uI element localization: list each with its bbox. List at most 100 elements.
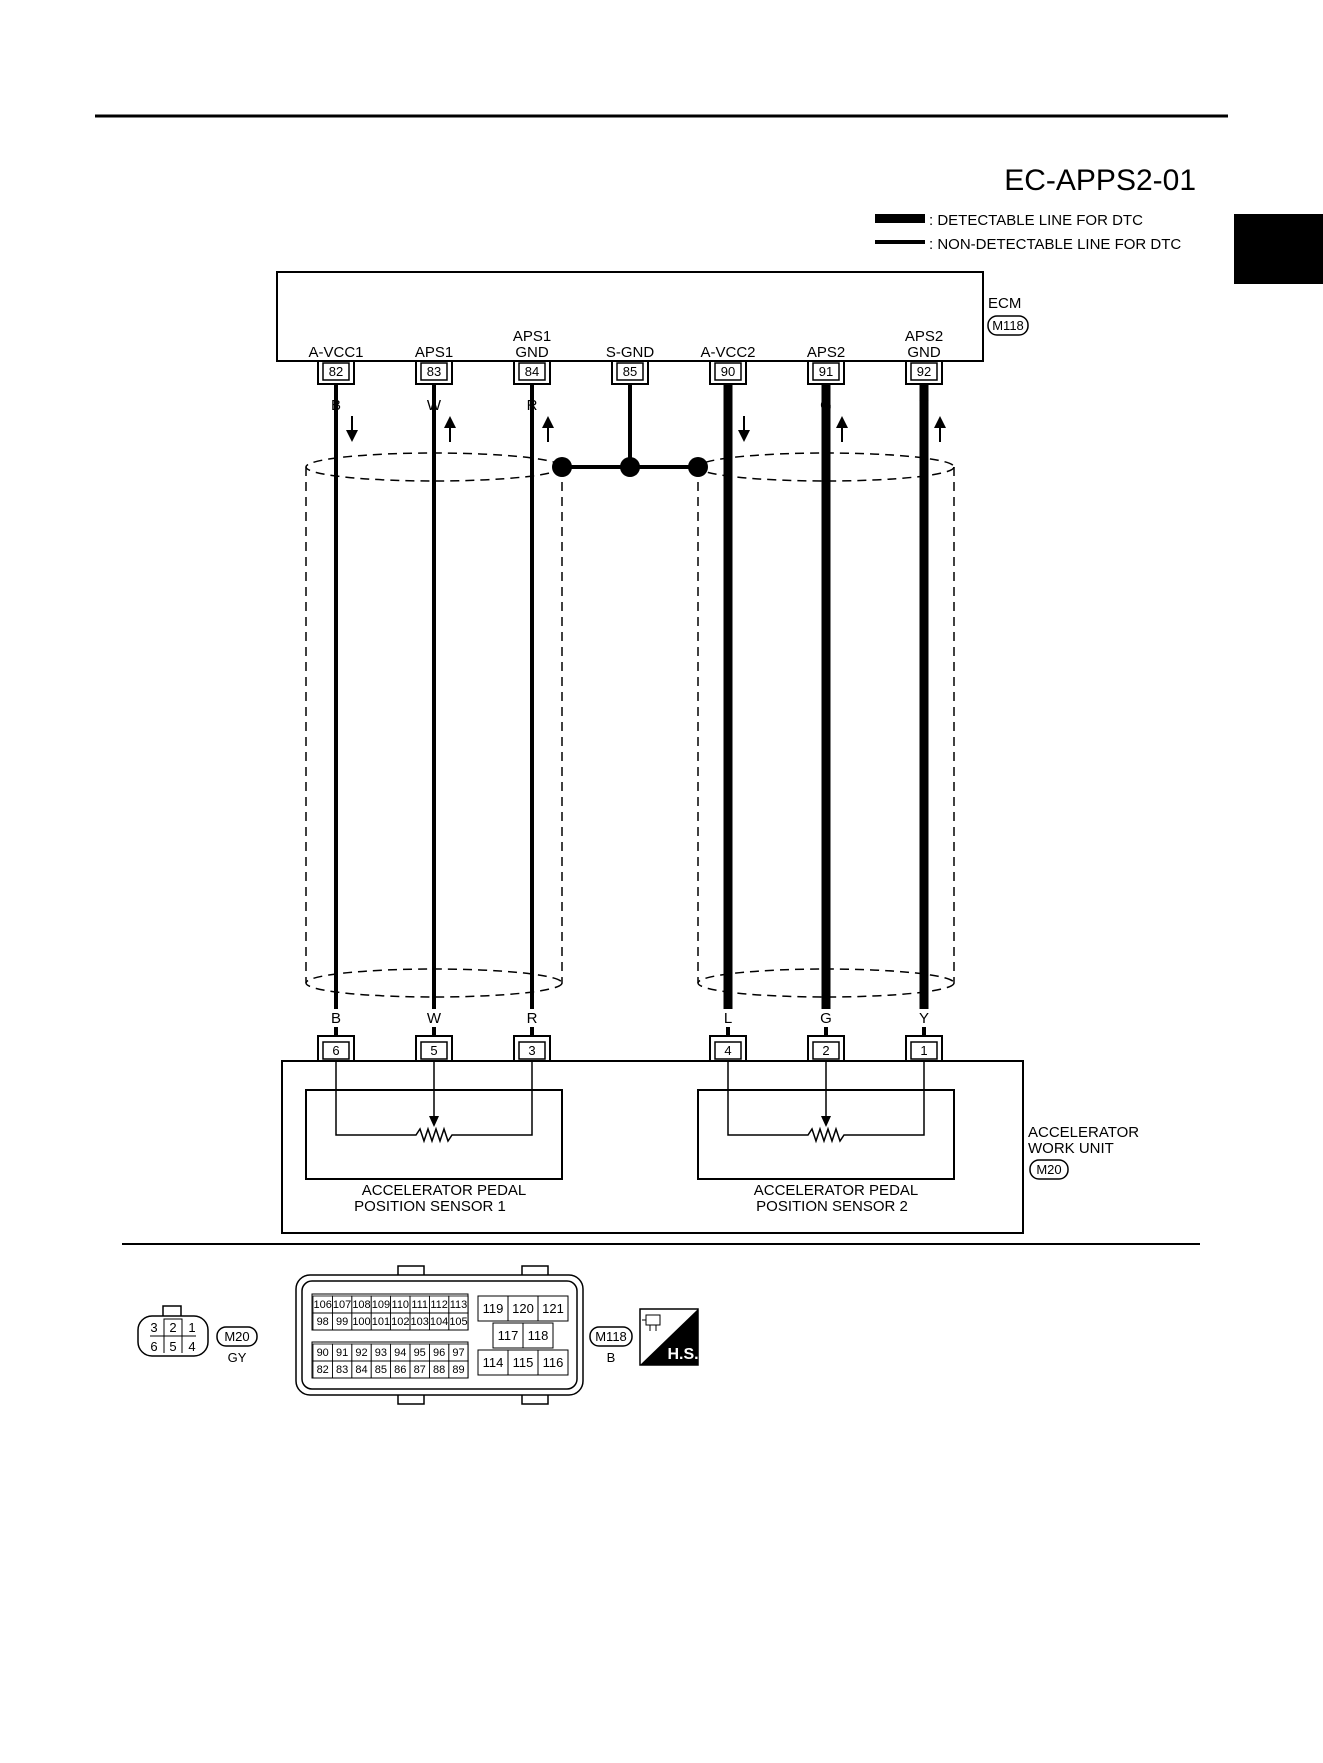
m118-cavity: 90: [317, 1347, 329, 1359]
accelerator-work-unit-box: [281, 1060, 1024, 1234]
wiper-arrow-icon: [821, 1116, 831, 1127]
wiper-arrow-icon: [429, 1116, 439, 1127]
m118-cavity: 116: [543, 1355, 564, 1370]
ecm-terminal-name: APS2: [807, 344, 845, 361]
ecm-terminal-name: A-VCC1: [308, 344, 363, 361]
sensor-pin-4: 4: [709, 1035, 747, 1061]
ecm-pin-91: 91: [807, 361, 845, 385]
arrow-up-icon: [444, 416, 456, 442]
m118-cavity: 84: [355, 1364, 367, 1376]
arrow-down-icon: [738, 416, 750, 442]
ecm-terminal-labels: A-VCC1 APS1 APS1 GND S-GND A-VCC2 APS2 A…: [308, 328, 943, 361]
m20-cavity: 5: [169, 1339, 176, 1354]
legend-non-detectable-swatch: [875, 240, 925, 244]
ecm-terminal-name2: GND: [515, 344, 549, 361]
m118-face-label: M118: [595, 1329, 627, 1344]
m20-connector-face: 3 2 1 6 5 4 M20 GY: [137, 1305, 258, 1365]
m118-cavity: 82: [317, 1364, 329, 1376]
wire-color-label: G: [820, 1010, 832, 1027]
m118-cavity: 92: [355, 1347, 367, 1359]
m118-cavity: 115: [513, 1355, 534, 1370]
m118-cavity: 83: [336, 1364, 348, 1376]
ecm-pin-number: 91: [819, 364, 833, 379]
m118-cavity: 87: [414, 1364, 426, 1376]
m118-cavity: 94: [394, 1347, 406, 1359]
m118-cavity: 91: [336, 1347, 348, 1359]
sensor-2-element: [727, 1061, 925, 1144]
m118-cavity: 95: [414, 1347, 426, 1359]
m118-cavity: 120: [512, 1301, 534, 1316]
sensor-pin-number: 5: [430, 1043, 437, 1058]
unit-label-line1: ACCELERATOR: [1028, 1124, 1139, 1141]
m20-face-label: M20: [224, 1329, 249, 1344]
m118-color: B: [607, 1350, 616, 1365]
lower-wire-colors-overlay: B W R L G Y: [331, 1010, 929, 1027]
m118-cavity: 110: [392, 1299, 410, 1311]
section-tab: [1234, 214, 1323, 284]
sensor-1-element: [335, 1061, 533, 1144]
m118-cavity: 96: [433, 1347, 445, 1359]
wire-color-label: L: [724, 1010, 732, 1027]
m20-cavity: 2: [169, 1320, 176, 1335]
m118-cavity: 101: [372, 1316, 390, 1328]
m118-cavity: 119: [483, 1301, 504, 1316]
ecm-label: ECM: [988, 295, 1021, 312]
shield-2-junction: [688, 457, 708, 477]
m118-cavity: 108: [352, 1299, 370, 1311]
m118-cavity: 104: [430, 1316, 448, 1328]
m118-cavity: 103: [411, 1316, 429, 1328]
ecm-pin-92: 92: [905, 361, 943, 385]
m118-cavity: 113: [450, 1299, 468, 1311]
m118-cavity: 112: [430, 1299, 448, 1311]
m118-cavity: 85: [375, 1364, 387, 1376]
wire-color-label: Y: [919, 1010, 929, 1027]
m118-cavity: 100: [352, 1316, 370, 1328]
ecm-pin-number: 90: [721, 364, 735, 379]
ecm-terminal-name: APS1: [513, 328, 551, 345]
connector-plug-icon: [642, 1314, 661, 1331]
diagram-title: EC-APPS2-01: [1004, 164, 1196, 197]
m118-cavity: 117: [498, 1328, 519, 1343]
sensor-2-label-line2: POSITION SENSOR 2: [756, 1198, 908, 1215]
ecm-connector-label: M118: [992, 318, 1024, 333]
m20-cavity: 6: [150, 1339, 157, 1354]
wire-color-label: W: [427, 1010, 442, 1027]
m118-cavity: 89: [452, 1364, 464, 1376]
m118-cavity-frame: [537, 1349, 569, 1376]
m118-cavity-frame: [537, 1295, 569, 1322]
sensor-1: ACCELERATOR PEDAL POSITION SENSOR 1: [305, 1061, 563, 1215]
unit-connector-badge: [1029, 1159, 1069, 1180]
m118-cavity: 99: [336, 1316, 348, 1328]
m118-cavity-frame: [448, 1360, 469, 1379]
ecm-pin-84: 84: [513, 361, 551, 385]
m118-cavity: 106: [314, 1299, 332, 1311]
m20-color: GY: [228, 1350, 247, 1365]
sensor-pin-1: 1: [905, 1035, 943, 1061]
arrow-down-icon: [346, 416, 358, 442]
ecm-pin-83: 83: [415, 361, 453, 385]
hs-label: H.S.: [667, 1346, 698, 1363]
harness-side-badge: H.S.: [639, 1308, 699, 1366]
m20-cavity: 4: [188, 1339, 195, 1354]
sensor-2: ACCELERATOR PEDAL POSITION SENSOR 2: [697, 1061, 955, 1215]
ecm-terminal-name: APS2: [905, 328, 943, 345]
m118-cavity: 114: [483, 1355, 504, 1370]
sensor-pins: 6 5 3 4 2 1: [317, 1035, 943, 1061]
sensor-pin-2: 2: [807, 1035, 845, 1061]
arrow-up-icon: [836, 416, 848, 442]
m118-cavity-frame: [522, 1322, 554, 1349]
m118-cavity: 88: [433, 1364, 445, 1376]
m118-cavity: 107: [333, 1299, 351, 1311]
ecm-pin-number: 82: [329, 364, 343, 379]
m20-cavity: 1: [188, 1320, 195, 1335]
m118-cavity: 86: [394, 1364, 406, 1376]
unit-label-line2: WORK UNIT: [1028, 1140, 1114, 1157]
wire-color-label: B: [331, 1010, 341, 1027]
m118-cavity: 97: [452, 1347, 464, 1359]
wire-color-label: R: [527, 1010, 538, 1027]
m118-cavity: 102: [391, 1316, 409, 1328]
sensor-pin-number: 1: [920, 1043, 927, 1058]
